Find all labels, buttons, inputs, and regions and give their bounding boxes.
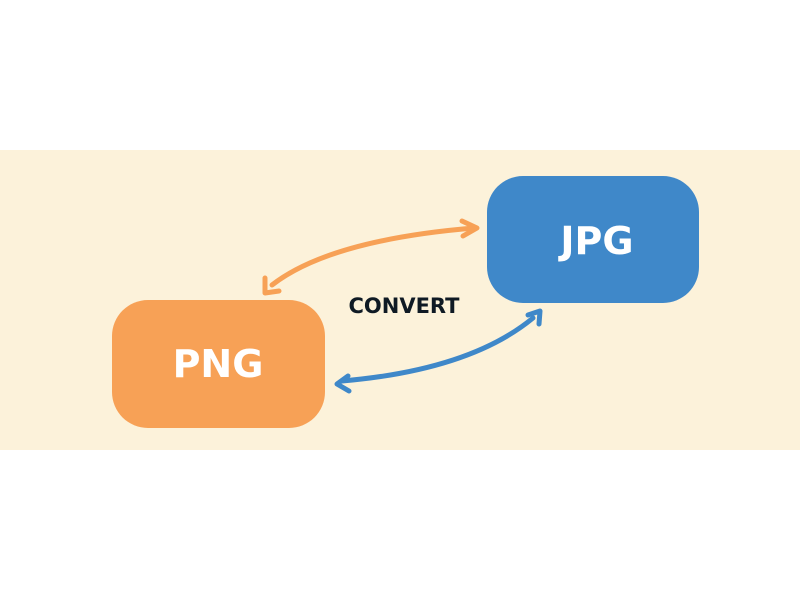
- orange-double-arrow: [262, 218, 480, 296]
- jpg-box: JPG: [487, 176, 699, 303]
- jpg-label: JPG: [557, 219, 633, 263]
- png-box: PNG: [112, 300, 325, 428]
- blue-double-arrow: [334, 308, 543, 394]
- convert-label: CONVERT: [349, 294, 461, 318]
- png-label: PNG: [173, 342, 264, 386]
